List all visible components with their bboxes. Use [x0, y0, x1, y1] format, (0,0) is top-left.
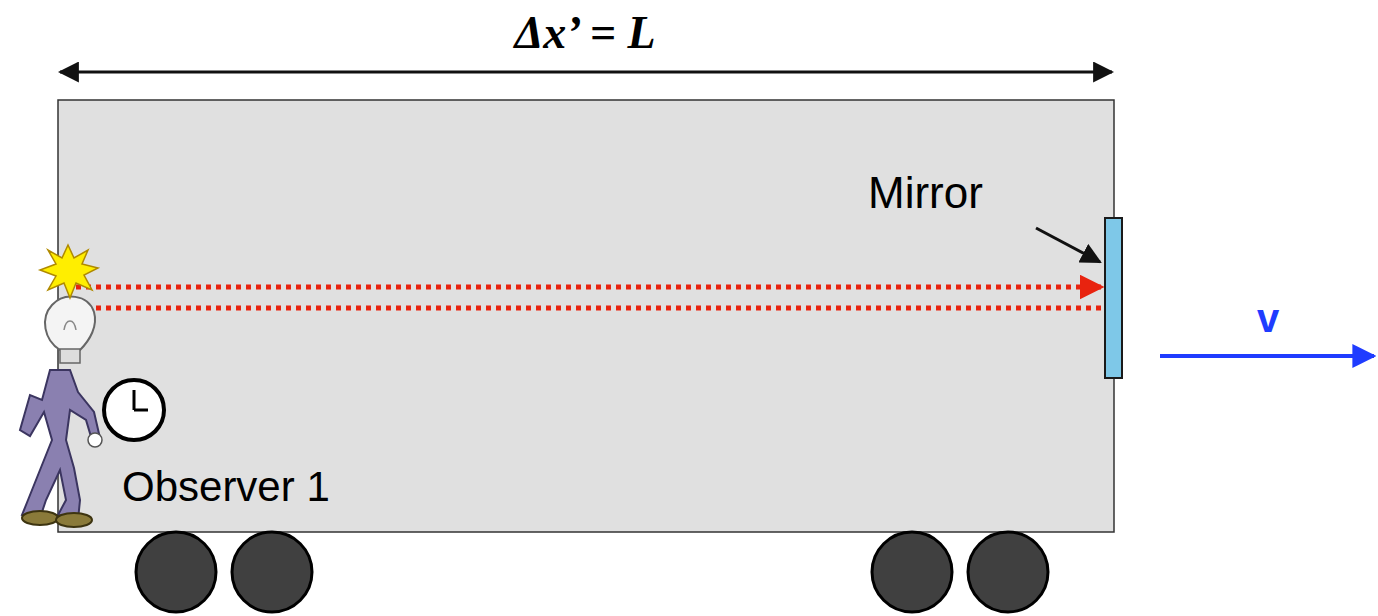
- bulb-base: [60, 349, 80, 363]
- velocity-label: v: [1257, 296, 1279, 341]
- leader-line: [1036, 228, 1100, 262]
- mirror: [1105, 218, 1122, 378]
- bulb-head: [45, 297, 95, 350]
- dimension-label: Δx’ = L: [514, 6, 655, 59]
- light-ray: [66, 306, 1104, 311]
- bulb-filament: [64, 321, 76, 330]
- observer-body: [20, 370, 100, 520]
- part-label: Mirror: [868, 168, 983, 218]
- light-ray: [66, 285, 1102, 290]
- clock-symbol: [104, 380, 164, 440]
- wheel: [136, 532, 216, 612]
- clock-hand: [133, 390, 136, 410]
- observer-figure: [20, 297, 102, 527]
- observer-hand: [88, 433, 102, 447]
- light-flash: [40, 245, 98, 298]
- observer-shoe: [56, 513, 92, 527]
- observer-label: Observer 1: [122, 463, 330, 511]
- wheel: [872, 532, 952, 612]
- clock-hand: [134, 409, 148, 412]
- wheels: [136, 532, 1048, 612]
- wheel: [232, 532, 312, 612]
- train-car: [58, 100, 1114, 532]
- dimension-arrow: [60, 71, 1112, 74]
- clock-face: [104, 380, 164, 440]
- wheel: [968, 532, 1048, 612]
- observer-shoe: [22, 511, 58, 525]
- velocity-arrow: [1160, 354, 1374, 358]
